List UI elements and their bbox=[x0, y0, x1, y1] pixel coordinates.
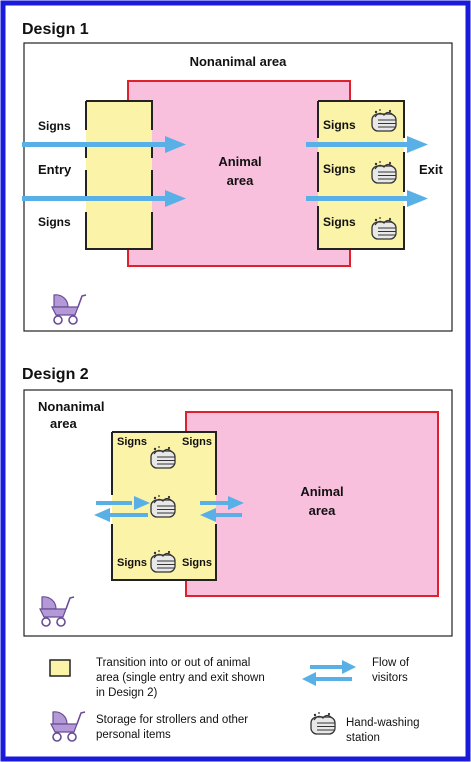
legend-flow-line1: Flow of bbox=[372, 657, 410, 669]
legend-storage-line1: Storage for strollers and other bbox=[96, 714, 249, 726]
design1-entry-label: Entry bbox=[38, 162, 72, 177]
design1-entry-transition bbox=[86, 101, 152, 249]
design1-exit-signs-2: Signs bbox=[323, 162, 356, 176]
legend-transition-swatch bbox=[49, 659, 71, 677]
legend-handwash-line2: station bbox=[346, 732, 380, 744]
legend-transition-line2: area (single entry and exit shown bbox=[96, 672, 265, 684]
design1-entry-signs-top: Signs bbox=[38, 119, 71, 133]
design1-animal-area bbox=[127, 80, 351, 267]
design1-animal-label-line2: area bbox=[226, 173, 254, 188]
design2-signs-top-left: Signs bbox=[117, 436, 147, 448]
design2-animal-label-line1: Animal bbox=[300, 484, 344, 499]
design1-exit-label: Exit bbox=[419, 162, 443, 177]
legend-storage-line2: personal items bbox=[96, 729, 171, 741]
design1-exit-signs-1: Signs bbox=[323, 118, 356, 132]
design2-signs-top-right: Signs bbox=[182, 436, 212, 448]
design2-nonanimal-label-line2: area bbox=[50, 416, 77, 431]
legend-flow-line2: visitors bbox=[372, 672, 408, 684]
legend-transition-line3: in Design 2) bbox=[96, 687, 158, 699]
design2-signs-bottom-left: Signs bbox=[117, 557, 147, 569]
design1-title: Design 1 bbox=[22, 21, 89, 38]
design2-flow-arrows bbox=[94, 496, 244, 522]
design2-title: Design 2 bbox=[22, 366, 89, 383]
design1-animal-label-line1: Animal bbox=[218, 154, 262, 169]
design2-animal-label-line2: area bbox=[308, 503, 336, 518]
design1-exit-signs-3: Signs bbox=[323, 215, 356, 229]
legend-handwash-line1: Hand-washing bbox=[346, 717, 420, 729]
flow-arrow-icon bbox=[302, 660, 356, 686]
design2-signs-bottom-right: Signs bbox=[182, 557, 212, 569]
design1-entry-signs-bottom: Signs bbox=[38, 215, 71, 229]
design1-nonanimal-label: Nonanimal area bbox=[189, 54, 287, 69]
design2-nonanimal-label-line1: Nonanimal bbox=[38, 399, 105, 414]
legend-transition-line1: Transition into or out of animal bbox=[96, 657, 251, 669]
design1-flow-arrows bbox=[22, 136, 428, 207]
